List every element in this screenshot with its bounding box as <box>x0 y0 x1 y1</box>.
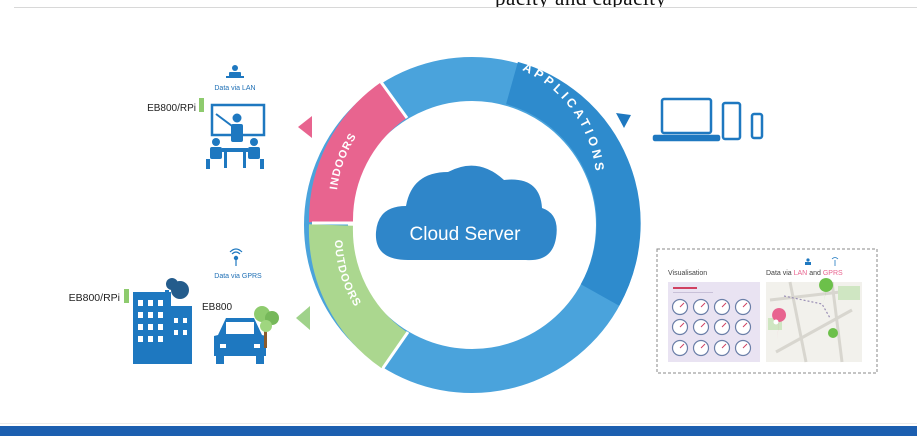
applications-band <box>505 61 641 306</box>
cloud-server-label: Cloud Server <box>410 224 522 245</box>
panel-gprs-icon <box>831 257 839 266</box>
outdoors-arrow <box>296 306 310 330</box>
car-icon <box>214 318 266 364</box>
indoors-ring-segment <box>308 81 407 223</box>
bottom-divider <box>0 423 917 424</box>
devices-icon <box>652 97 764 142</box>
outdoor-section: Data via GPRS EB800/RPi EB800 <box>69 248 279 364</box>
gauge-needle <box>700 343 706 349</box>
outdoors-ring-segment <box>308 224 407 369</box>
gauges <box>671 298 752 357</box>
lan-icon <box>226 65 244 78</box>
top-divider <box>14 7 917 8</box>
cropped-header-text: pacity and capacity <box>495 0 917 8</box>
meeting-icon <box>206 103 266 169</box>
map-pin-icon <box>772 278 838 340</box>
gprs-icon <box>229 248 243 266</box>
buildings-icon <box>133 278 192 364</box>
gauge-needle <box>700 302 706 308</box>
map-roads <box>769 281 859 363</box>
outdoor-device-label: EB800/RPi <box>69 292 120 304</box>
map-title: Data via LAN and GPRS <box>766 270 843 277</box>
gauge-needle <box>679 343 685 349</box>
dashboard-panel: Visualisation Data via LAN and GPRS <box>656 248 878 374</box>
gauge-needle <box>679 322 685 328</box>
tree-icon <box>254 306 279 348</box>
gauge-needle <box>742 302 748 308</box>
gauge-needle <box>721 343 727 349</box>
outdoor-data-label: Data via GPRS <box>214 273 262 280</box>
applications-arrow <box>616 113 631 128</box>
gauge-needle <box>721 302 727 308</box>
cloud-icon <box>375 165 557 261</box>
gauge-needle <box>679 302 685 308</box>
gauge-needle <box>742 322 748 328</box>
indoors-arrow <box>298 116 312 138</box>
outdoor-device-icon <box>124 289 129 303</box>
indoor-data-label: Data via LAN <box>214 85 255 92</box>
visualisation-title: Visualisation <box>668 270 707 277</box>
indoor-device-icon <box>199 98 204 112</box>
indoor-section: Data via LAN EB800/RPi <box>147 65 266 169</box>
panel-lan-icon <box>805 258 811 265</box>
gauge-needle <box>721 322 727 328</box>
indoor-device-label: EB800/RPi <box>147 103 196 114</box>
brand-bar <box>0 426 917 436</box>
gauge-needle <box>742 343 748 349</box>
gauge-needle <box>700 322 706 328</box>
car-device-label: EB800 <box>202 302 232 313</box>
